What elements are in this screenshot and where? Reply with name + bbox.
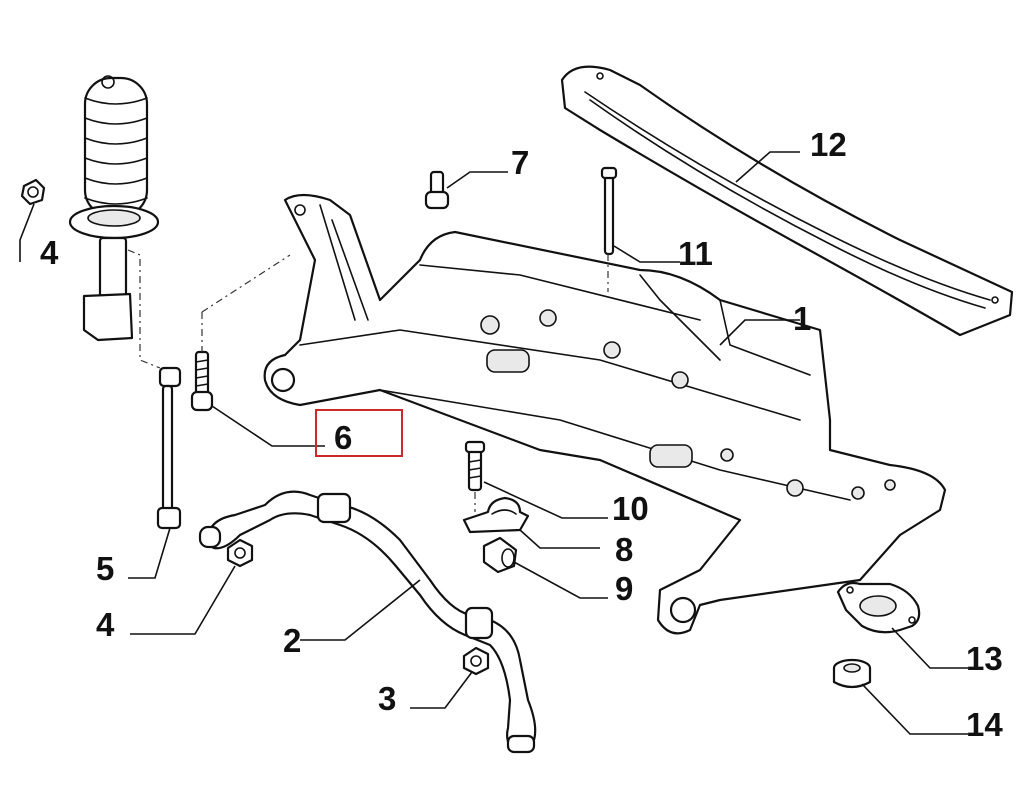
part-7-bolt (424, 170, 450, 210)
callout-3: 3 (378, 680, 396, 717)
part-8-clamp-bracket (462, 496, 530, 534)
part-10-bolt (464, 440, 486, 492)
front-strut-assembly (68, 75, 160, 342)
callout-11: 11 (678, 235, 713, 272)
part-13-flange-plate (836, 581, 921, 634)
part-12-cross-brace (560, 65, 1014, 337)
callout-14: 14 (966, 706, 1003, 743)
callout-10: 10 (612, 490, 649, 527)
alignment-dashed-lines (127, 249, 609, 512)
part-1-subframe (263, 193, 947, 635)
callout-6: 6 (334, 419, 352, 456)
nut-4-upper (20, 178, 46, 206)
callout-2: 2 (283, 622, 301, 659)
part-3-nut (462, 646, 490, 676)
callout-4-lower: 4 (96, 606, 115, 643)
nut-4-lower (226, 538, 254, 568)
callout-12: 12 (810, 126, 847, 163)
callout-13: 13 (966, 640, 1003, 677)
part-9-bushing (482, 536, 518, 574)
callout-7: 7 (511, 144, 529, 181)
part-5-stabilizer-link (156, 366, 182, 530)
callout-8: 8 (615, 531, 633, 568)
callout-6-highlight-box (315, 409, 403, 457)
part-2-stabilizer-bar (198, 490, 537, 754)
callout-9: 9 (615, 570, 633, 607)
part-6-bolt (190, 350, 214, 412)
callout-4-upper: 4 (40, 234, 59, 271)
leader-lines (19, 151, 968, 735)
part-11-stud (600, 166, 618, 256)
callout-5: 5 (96, 550, 114, 587)
callout-labels: 1 2 3 4 4 5 6 7 8 9 10 11 12 13 14 (40, 126, 1003, 743)
callout-1: 1 (793, 300, 811, 337)
part-14-rubber-mount (832, 658, 872, 689)
